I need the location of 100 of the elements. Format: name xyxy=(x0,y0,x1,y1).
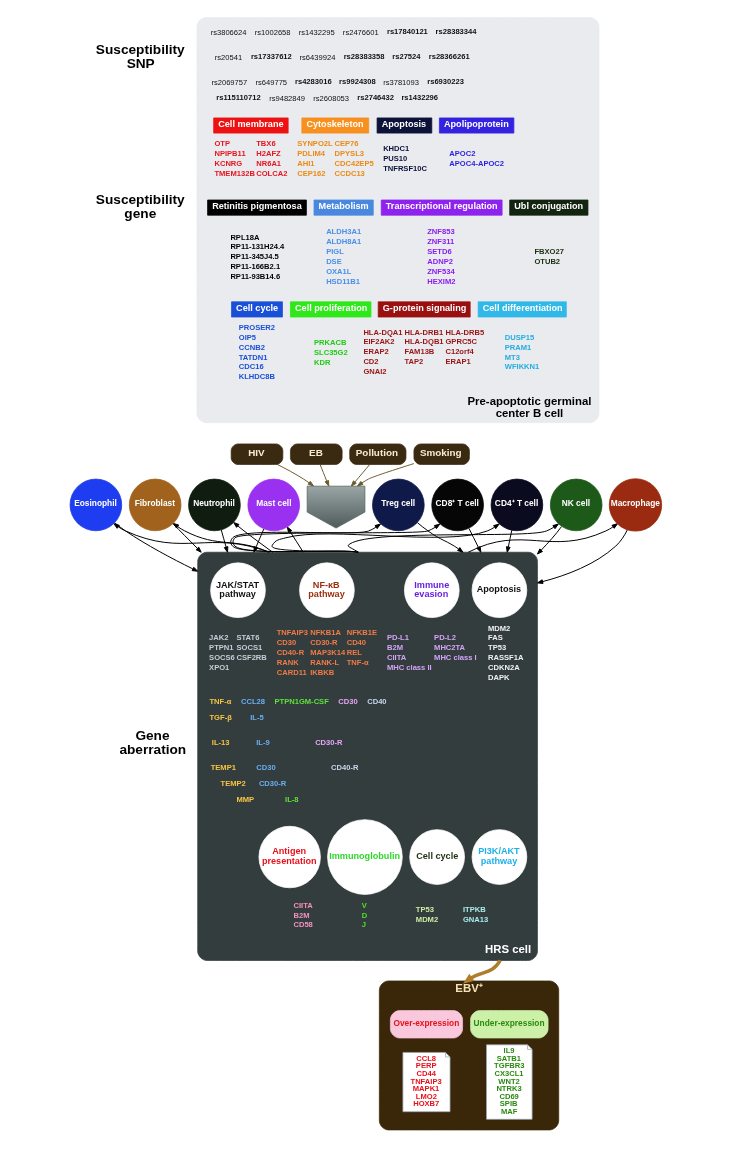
node-circle: Cell cycle xyxy=(408,829,465,885)
label: rs3806624 xyxy=(210,27,246,37)
node-label: CDKN2A xyxy=(487,663,520,673)
node-box: G-protein signaling xyxy=(377,301,471,318)
node-box: Cell proliferation xyxy=(289,301,371,318)
label: CD30-R xyxy=(258,778,286,788)
label: rs17337612 xyxy=(250,52,292,62)
node-box: Ubl conjugation xyxy=(508,199,588,216)
arrow xyxy=(172,523,202,553)
node-label: CCNB2 xyxy=(238,342,265,352)
node-label: XPO1 xyxy=(208,663,229,673)
node-label: ALDH3A1 xyxy=(325,227,361,237)
label: rs6930223 xyxy=(426,77,464,87)
node-box: Smoking xyxy=(413,443,470,465)
node-box: Pollution xyxy=(348,443,406,465)
node-label: SOCS6 xyxy=(208,653,235,663)
node-label: TMEM132B xyxy=(213,168,255,178)
label: rs4283016 xyxy=(294,77,332,87)
label: rs28383344 xyxy=(435,26,476,36)
node-label: CDC16 xyxy=(238,362,264,372)
node-label: ZNF853 xyxy=(426,227,455,237)
node-label: DUSP15 xyxy=(504,332,534,342)
node-label: RP11-345J4.5 xyxy=(229,252,279,262)
label: rs28366261 xyxy=(428,52,470,62)
node-label: V xyxy=(361,900,367,910)
node-label: CD40-R xyxy=(276,647,304,657)
node-box: Metabolism xyxy=(313,199,374,216)
node-label: DAPK xyxy=(487,672,510,682)
node-circle: JAK/STAT pathway xyxy=(209,562,266,618)
node-label: PRAM1 xyxy=(504,342,531,352)
label: rs2746432 xyxy=(356,93,394,103)
label: rs1432296 xyxy=(400,93,438,103)
label: Susceptibility SNP xyxy=(95,42,185,72)
node-label: ADNP2 xyxy=(426,256,453,266)
node-label: CIITA xyxy=(386,653,406,663)
label: CD40-R xyxy=(330,762,358,772)
node-box: Over-expression xyxy=(389,1010,463,1039)
node-label: PRKACB xyxy=(313,338,346,348)
label: IL-8 xyxy=(284,794,299,804)
node-label: TATDN1 xyxy=(238,352,268,362)
label: CD30 xyxy=(337,696,358,706)
node-label: CD58 xyxy=(292,920,313,930)
node-box: EB xyxy=(289,443,342,465)
node-circle: Apoptosis xyxy=(471,562,527,618)
node-label: HLA-DQA1 xyxy=(362,327,403,337)
node-label: DPYSL3 xyxy=(334,148,364,158)
arrow xyxy=(319,464,329,487)
node-label: ERAP1 xyxy=(444,357,471,367)
node-box: Retinitis pigmentosa xyxy=(206,199,307,216)
node-label: MHC2TA xyxy=(433,643,465,653)
node-label: JAK2 xyxy=(208,633,228,643)
arrow xyxy=(286,526,304,553)
node-label: RANK-L xyxy=(309,657,339,667)
node-label: NPIPB11 xyxy=(213,148,246,158)
node-label: TP53 xyxy=(415,905,434,915)
node-label: RP11-93B14.6 xyxy=(229,272,280,282)
label: rs115110712 xyxy=(215,93,261,103)
node-label: SETD6 xyxy=(426,246,452,256)
label: rs27524 xyxy=(391,52,421,62)
label: TEMP2 xyxy=(220,778,246,788)
node-label: H2AFZ xyxy=(255,148,281,158)
label: rs6439924 xyxy=(299,52,335,62)
node-circle: Immunoglobulin xyxy=(326,819,403,895)
node-label: ALDH8A1 xyxy=(325,237,361,247)
node-label: APOC2 xyxy=(448,148,475,158)
node-box: Cytoskeleton xyxy=(300,117,369,134)
node-label: D xyxy=(361,910,367,920)
label: rs20541 xyxy=(214,52,242,62)
node-label: NFKB1E xyxy=(346,628,377,638)
node-label: TP53 xyxy=(487,643,506,653)
node-label: COLCA2 xyxy=(255,168,287,178)
node-label: CD2 xyxy=(362,357,379,367)
node-circle: NF-κB pathway xyxy=(298,562,355,618)
node-label: PD-L2 xyxy=(433,633,456,643)
node-label: RASSF1A xyxy=(487,653,523,663)
arrow xyxy=(276,464,314,487)
node-label: TNF-α xyxy=(346,657,369,667)
node-box: HIV xyxy=(230,443,283,465)
arrow xyxy=(536,529,628,584)
arrow xyxy=(113,522,198,572)
label: PTPN1GM-CSF xyxy=(273,696,329,706)
node-label: NFKB1A xyxy=(309,628,341,638)
node-label: RP11-131H24.4 xyxy=(229,242,284,252)
node-label: KLHDC8B xyxy=(238,372,275,382)
arrow xyxy=(220,529,228,553)
label: IL-9 xyxy=(255,737,270,747)
node-label: GPRC5C xyxy=(444,337,477,347)
node-box: Under-expression xyxy=(469,1010,548,1039)
node-label: STAT6 xyxy=(235,633,259,643)
label: IL-13 xyxy=(211,737,229,747)
node-label: CD30 xyxy=(276,637,296,647)
node-label: AHI1 xyxy=(296,158,315,168)
node-label: MT3 xyxy=(504,352,520,362)
node-label: B2M xyxy=(292,910,309,920)
label: TNF-α xyxy=(209,696,231,706)
node-label: RPL18A xyxy=(229,232,259,242)
node-label: DSE xyxy=(325,256,342,266)
node-label: HLA-DQB1 xyxy=(403,337,444,347)
node-label: REL xyxy=(346,647,362,657)
node-label: IKBKB xyxy=(309,667,334,677)
